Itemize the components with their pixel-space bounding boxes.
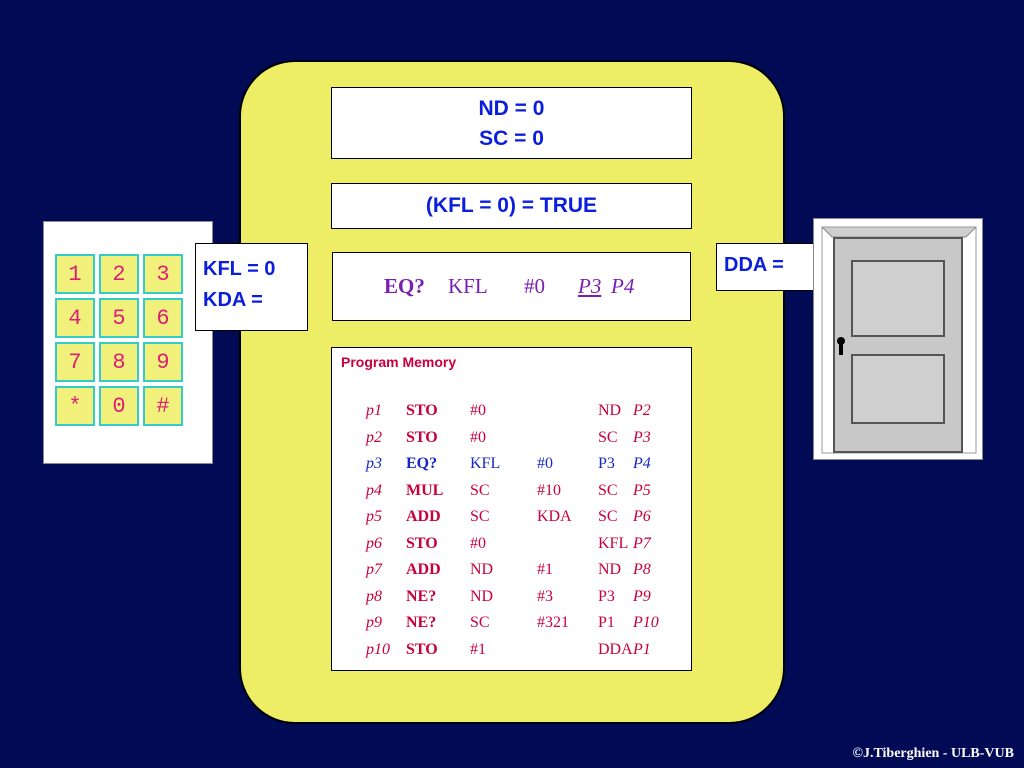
program-cell-a: #0: [470, 402, 486, 419]
keypad-key[interactable]: *: [55, 386, 95, 426]
program-cell-op: STO: [406, 428, 438, 446]
program-cell-c: P1: [598, 614, 615, 631]
keypad-key[interactable]: 5: [99, 298, 139, 338]
program-cell-b: #10: [537, 481, 561, 499]
program-cell-b: #1: [537, 561, 553, 578]
program-row-p2: p2 STO #0 SC P3: [332, 429, 691, 453]
program-row-p5: p5 ADD SC KDA SC P6: [332, 508, 691, 532]
program-cell-label: p7: [366, 561, 382, 578]
program-cell-c: ND: [598, 561, 622, 578]
program-memory-title: Program Memory: [341, 354, 457, 370]
program-cell-label: p9: [366, 614, 382, 631]
program-cell-op: NE?: [406, 614, 437, 631]
keyboard-interface: KFL = 0 KDA =: [195, 243, 308, 331]
program-row-p8: p8 NE? ND #3 P3 P9: [332, 588, 691, 612]
program-row-p1: p1 STO #0 ND P2: [332, 402, 691, 426]
keypad-key[interactable]: 2: [99, 254, 139, 294]
program-row-p7: p7 ADD ND #1 ND P8: [332, 561, 691, 585]
program-cell-b: #3: [537, 587, 553, 605]
program-cell-label: p5: [366, 508, 382, 525]
program-cell-op: NE?: [406, 587, 437, 605]
condition-display: (KFL = 0) = TRUE: [331, 183, 692, 229]
program-cell-c: P3: [598, 455, 615, 472]
program-cell-next: P4: [633, 455, 651, 472]
keypad-key[interactable]: #: [143, 386, 183, 426]
program-cell-op: ADD: [406, 508, 441, 525]
program-cell-op: EQ?: [406, 455, 438, 472]
program-cell-label: p1: [366, 402, 382, 419]
copyright-footer: ©J.Tiberghien - ULB-VUB: [852, 746, 1015, 761]
program-cell-c: P3: [598, 587, 615, 605]
keypad-key[interactable]: 0: [99, 386, 139, 426]
program-cell-label: p2: [366, 428, 382, 446]
register-display: ND = 0 SC = 0: [331, 87, 692, 159]
program-cell-label: p3: [366, 455, 382, 472]
program-cell-c: SC: [598, 428, 618, 446]
keypad-key[interactable]: 9: [143, 342, 183, 382]
program-cell-op: ADD: [406, 561, 441, 578]
door-panel: [813, 218, 983, 460]
keypad-key[interactable]: 8: [99, 342, 139, 382]
keypad-key[interactable]: 3: [143, 254, 183, 294]
program-cell-next: P2: [633, 402, 651, 419]
program-cell-a: #0: [470, 428, 486, 446]
program-cell-c: ND: [598, 402, 622, 419]
program-cell-label: p8: [366, 587, 382, 605]
program-row-p3: p3 EQ? KFL #0 P3 P4: [332, 455, 691, 479]
keypad-key[interactable]: 6: [143, 298, 183, 338]
program-cell-label: p4: [366, 481, 382, 499]
instruction-false-branch: P4: [611, 274, 635, 298]
program-cell-label: p6: [366, 534, 382, 552]
instruction-operand-b: #0: [524, 274, 545, 298]
program-cell-c: KFL: [598, 534, 629, 552]
program-cell-b: #0: [537, 455, 553, 472]
program-cell-c: SC: [598, 508, 618, 525]
program-cell-a: SC: [470, 508, 490, 525]
instruction-true-branch: P3: [578, 274, 602, 298]
keypad-key[interactable]: 7: [55, 342, 95, 382]
kfl-value: KFL = 0: [203, 258, 276, 280]
program-cell-op: STO: [406, 534, 438, 552]
program-cell-op: STO: [406, 640, 438, 658]
instruction-register: EQ? KFL #0 P3 P4: [332, 252, 691, 321]
program-cell-next: P3: [633, 428, 651, 446]
program-cell-c: SC: [598, 481, 618, 499]
program-cell-a: #1: [470, 640, 486, 658]
instruction-opcode: EQ?: [384, 274, 425, 298]
program-cell-op: MUL: [406, 481, 444, 499]
kda-value: KDA =: [203, 289, 263, 311]
program-cell-b: KDA: [537, 508, 572, 525]
door-interface: DDA =: [716, 243, 829, 291]
program-cell-label: p10: [366, 640, 390, 658]
program-cell-next: P7: [633, 534, 651, 552]
program-cell-op: STO: [406, 402, 438, 419]
program-row-p4: p4 MUL SC #10 SC P5: [332, 482, 691, 506]
program-cell-c: DDA: [598, 640, 633, 658]
program-cell-next: P5: [633, 481, 651, 499]
keypad-key[interactable]: 4: [55, 298, 95, 338]
program-cell-next: P10: [633, 614, 659, 631]
program-cell-b: #321: [537, 614, 569, 631]
program-row-p9: p9 NE? SC #321 P1 P10: [332, 614, 691, 638]
program-cell-a: KFL: [470, 455, 501, 472]
program-cell-a: ND: [470, 587, 494, 605]
keypad-key[interactable]: 1: [55, 254, 95, 294]
instruction-operand-a: KFL: [448, 274, 488, 298]
door-icon: [820, 226, 978, 454]
register-sc: SC = 0: [479, 127, 544, 150]
program-cell-next: P1: [633, 640, 651, 658]
program-cell-next: P9: [633, 587, 651, 605]
program-cell-a: #0: [470, 534, 486, 552]
dda-value: DDA =: [724, 254, 784, 276]
program-cell-next: P6: [633, 508, 651, 525]
program-cell-a: ND: [470, 561, 494, 578]
program-cell-a: SC: [470, 481, 490, 499]
program-cell-a: SC: [470, 614, 490, 631]
program-cell-next: P8: [633, 561, 651, 578]
register-nd: ND = 0: [478, 97, 545, 120]
